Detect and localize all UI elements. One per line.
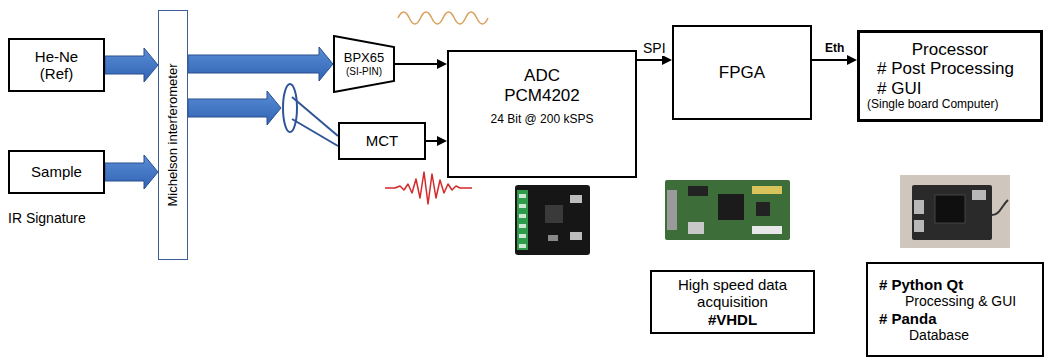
- fpga-box: FPGA: [672, 25, 812, 120]
- processor-box: Processor# Post Processing# GUI(Single b…: [857, 30, 1043, 122]
- focused-beam-line: [292, 97, 338, 136]
- source-box: Sample: [8, 150, 105, 194]
- node-text: 24 Bit @ 200 kSPS: [449, 113, 635, 127]
- node-text: # GUI: [863, 79, 1037, 99]
- arrow-head: [437, 59, 447, 69]
- arrow-head: [847, 55, 857, 65]
- photodiode-trapezoid: BPX65(SI-PIN): [333, 35, 395, 93]
- single-board-computer-photo: [900, 175, 1010, 248]
- node-text: PCM4202: [449, 86, 635, 106]
- signal-line: [395, 63, 438, 65]
- node-text: Processor: [863, 40, 1037, 60]
- note-box: # Python QtProcessing & GUI# PandaDataba…: [866, 262, 1044, 357]
- beam-arrow: [105, 48, 158, 82]
- node-text: Sample: [13, 163, 100, 180]
- node-text: FPGA: [677, 63, 807, 83]
- signal-line: [812, 59, 848, 61]
- signal-line: [637, 59, 663, 61]
- adc-box: ADCPCM4202 24 Bit @ 200 kSPS: [447, 50, 637, 178]
- note-box: High speed data acquisition#VHDL: [650, 270, 815, 334]
- focusing-lens: [283, 84, 297, 132]
- adc-board-photo: [515, 185, 590, 255]
- node-text: (Single board Computer): [863, 98, 1037, 112]
- beam-arrow: [105, 155, 158, 189]
- node-text: # Python Qt: [871, 276, 1039, 293]
- annotation-label: IR Signature: [8, 210, 86, 226]
- node-text: He-Ne (Ref): [28, 48, 86, 83]
- arrow-head: [662, 55, 672, 65]
- interferometer-box: Michelson interferometer: [158, 10, 188, 260]
- focused-beam-line: [292, 119, 338, 146]
- source-box: He-Ne (Ref): [8, 38, 105, 92]
- signal-arrow: [426, 136, 447, 146]
- node-text: ADC: [449, 66, 635, 86]
- block-arrow: [105, 155, 158, 189]
- node-text: BPX65: [336, 51, 392, 66]
- node-text: High speed data acquisition: [655, 276, 810, 311]
- node-text: # Post Processing: [863, 59, 1037, 79]
- block-arrow: [188, 91, 281, 125]
- signal-line: [426, 140, 438, 142]
- fpga-board-photo: [665, 180, 790, 240]
- edge-label: Eth: [825, 42, 844, 56]
- edge-label: SPI: [643, 40, 666, 56]
- node-text: #VHDL: [655, 311, 810, 328]
- node-text: # Panda: [871, 310, 1039, 327]
- beam-arrow: [188, 47, 333, 81]
- block-arrow: [105, 48, 158, 82]
- beam-arrow: [188, 91, 338, 146]
- detector-box: MCT: [338, 122, 426, 160]
- reference-sine-wave: [398, 12, 488, 24]
- signal-arrow: [637, 55, 672, 65]
- arrow-head: [437, 136, 447, 146]
- block-arrow: [188, 47, 333, 81]
- node-text: MCT: [343, 132, 421, 149]
- trapezoid-shape: [334, 36, 394, 92]
- node-text: Processing & GUI: [871, 293, 1039, 309]
- node-text: Database: [871, 327, 1039, 343]
- signal-arrow: [395, 59, 447, 69]
- node-text: (SI-PIN): [336, 66, 392, 78]
- node-text: Michelson interferometer: [166, 63, 181, 206]
- signal-arrow: [812, 55, 857, 65]
